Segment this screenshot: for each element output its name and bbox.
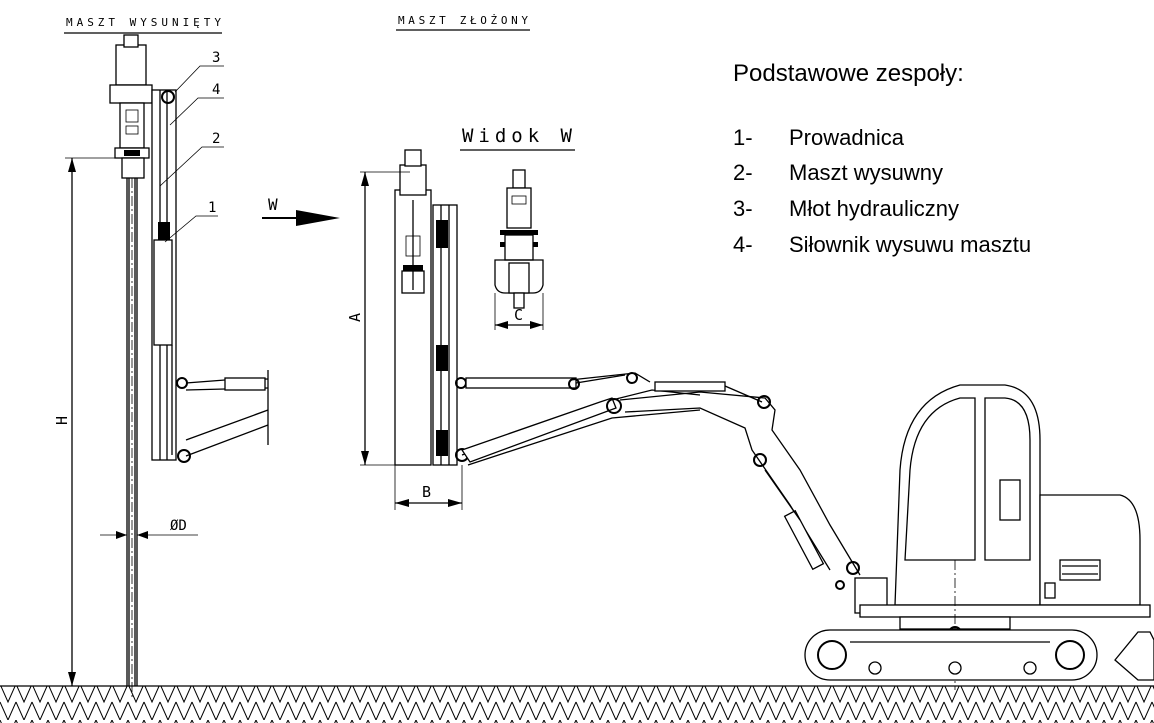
callout-4: 4 bbox=[212, 82, 220, 98]
folded-mast-drawing bbox=[360, 149, 469, 510]
legend-item-2-label: Maszt wysuwny bbox=[789, 160, 943, 185]
dimension-label-a: A bbox=[346, 313, 364, 322]
legend-item-3-label: Młot hydrauliczny bbox=[789, 196, 959, 221]
extended-mast-drawing bbox=[65, 34, 269, 700]
view-w-drawing bbox=[494, 169, 544, 330]
dimension-label-d: ØD bbox=[170, 518, 187, 534]
view-w-title: Widok W bbox=[462, 125, 573, 147]
legend-item-4-label: Siłownik wysuwu masztu bbox=[789, 232, 1031, 257]
title-extended-mast: MASZT WYSUNIĘTY bbox=[66, 16, 221, 29]
legend: Podstawowe zespoły: 1- Prowadnica 2- Mas… bbox=[733, 60, 1031, 257]
title-folded-mast: MASZT ZŁOŻONY bbox=[398, 14, 528, 27]
dimension-label-c: C bbox=[514, 306, 523, 324]
legend-title: Podstawowe zespoły: bbox=[733, 60, 964, 87]
view-arrow bbox=[262, 210, 340, 226]
dimension-label-h: H bbox=[53, 416, 71, 425]
legend-item-1-label: Prowadnica bbox=[789, 125, 905, 150]
dimension-label-b: B bbox=[422, 483, 431, 501]
view-arrow-label: W bbox=[268, 195, 278, 214]
callout-3: 3 bbox=[212, 50, 220, 66]
callout-1: 1 bbox=[208, 200, 216, 216]
ground bbox=[0, 685, 1154, 723]
callout-2: 2 bbox=[212, 131, 220, 147]
legend-item-3-number: 3- bbox=[733, 196, 753, 221]
excavator-body bbox=[804, 384, 1154, 690]
legend-item-4-number: 4- bbox=[733, 232, 753, 257]
legend-item-2-number: 2- bbox=[733, 160, 753, 185]
excavator-arm bbox=[460, 372, 861, 590]
legend-item-1-number: 1- bbox=[733, 125, 753, 150]
